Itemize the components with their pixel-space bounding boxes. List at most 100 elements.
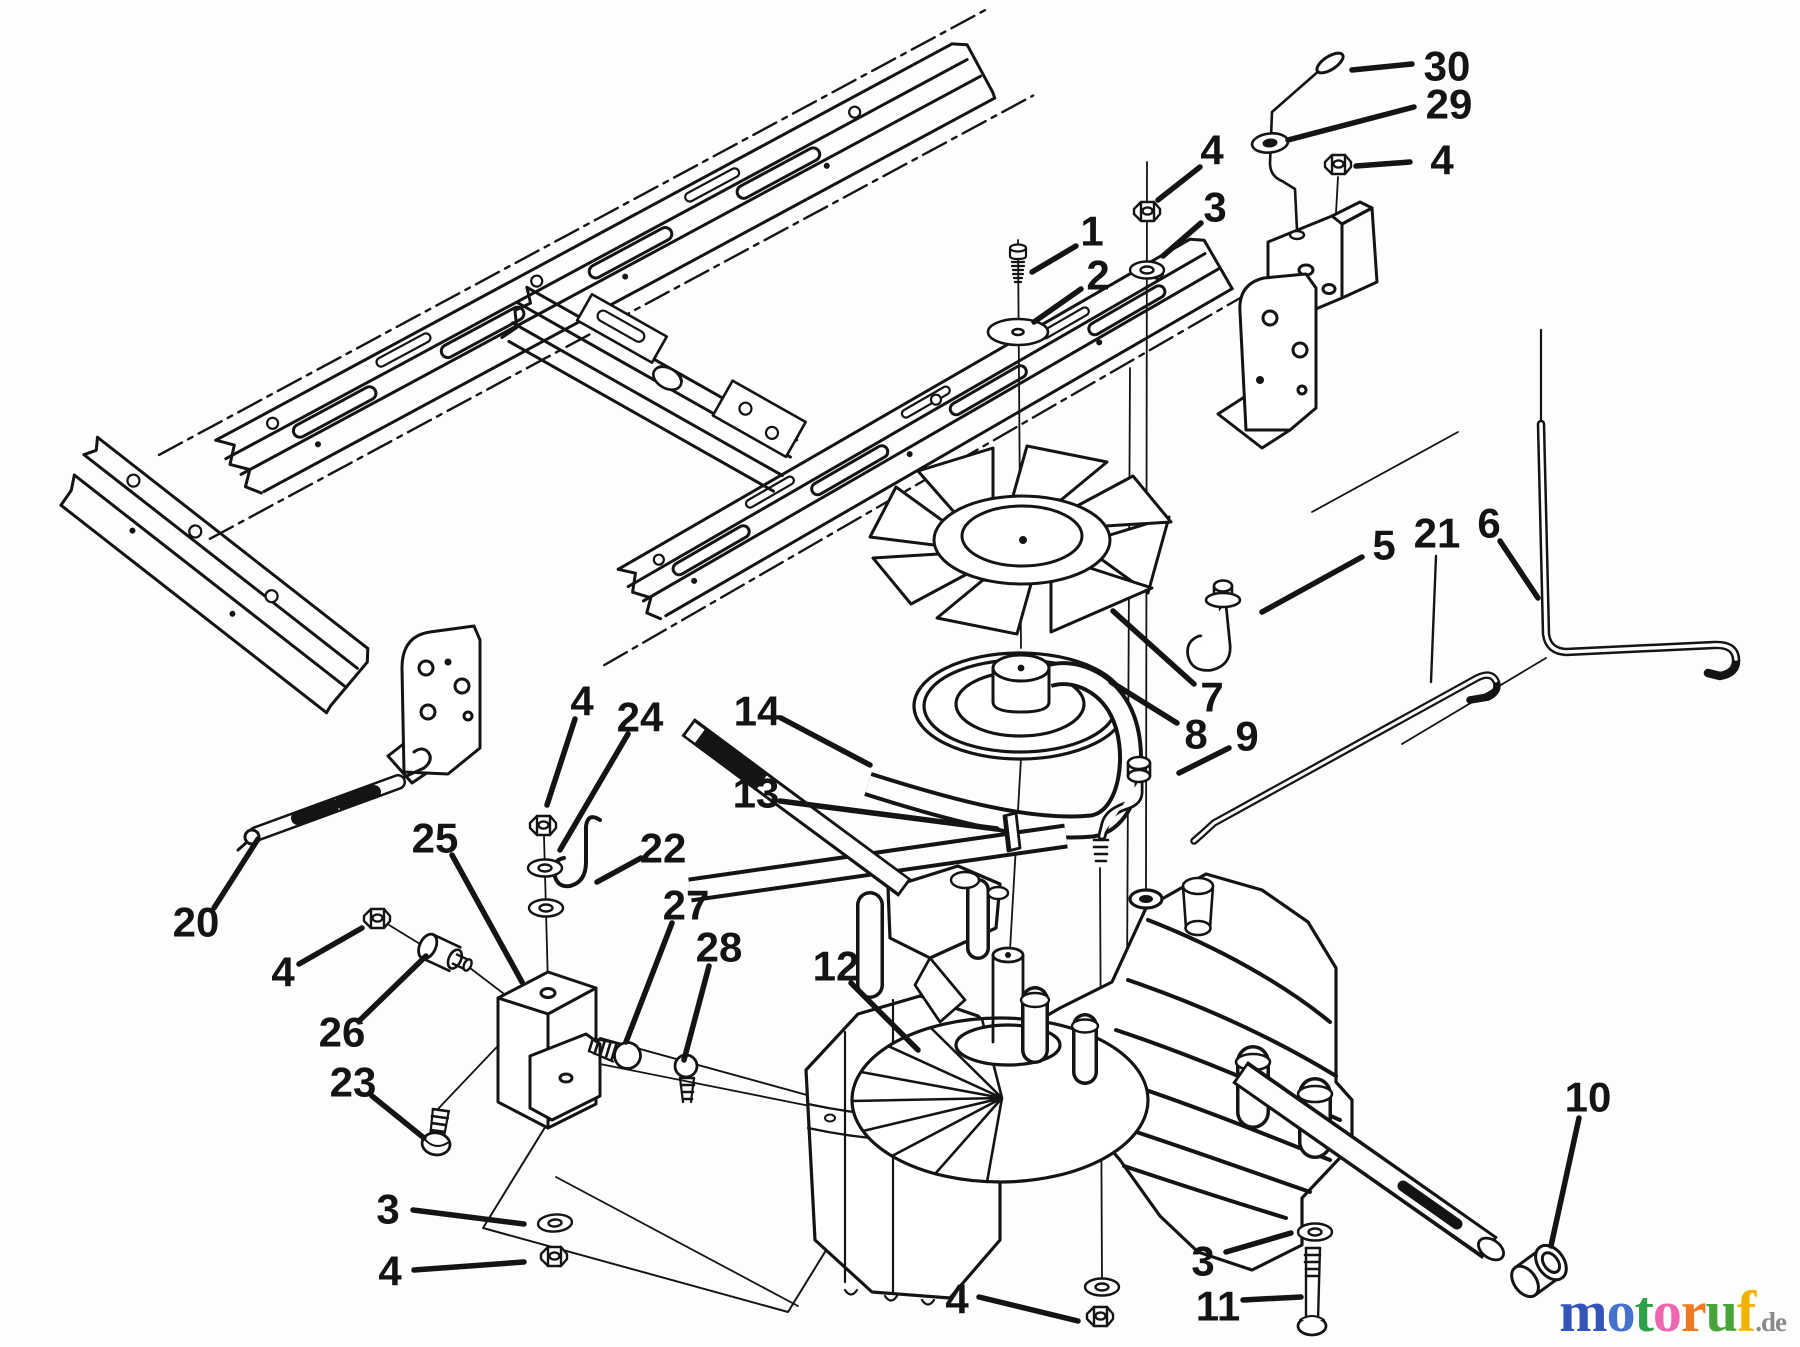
frame-rail-stub-left <box>59 435 370 715</box>
callout-leader <box>1108 679 1180 726</box>
logo-suffix: .de <box>1755 1307 1787 1337</box>
callout-leader <box>410 1207 527 1227</box>
callout-number: 23 <box>330 1059 377 1106</box>
washer-24-lower <box>527 898 565 918</box>
callout-leader <box>778 715 873 768</box>
logo-letter: m <box>1559 1279 1607 1344</box>
square-key <box>1002 811 1022 853</box>
cooling-fan <box>868 444 1173 636</box>
callout-leader <box>1155 164 1203 203</box>
axle-right <box>1232 1060 1505 1262</box>
callout-number: 30 <box>1424 43 1471 90</box>
callout-leader <box>1353 159 1413 169</box>
callout-24-16: 24 <box>557 694 664 853</box>
callout-number: 3 <box>376 1186 399 1233</box>
callout-number: 10 <box>1565 1074 1612 1121</box>
logo-letter: u <box>1705 1279 1738 1344</box>
callout-number: 4 <box>945 1276 969 1323</box>
brake-return-spring <box>236 747 432 852</box>
frame-crossmember <box>500 285 807 493</box>
callout-leader <box>976 1294 1081 1324</box>
transaxle-housing <box>804 864 1354 1306</box>
callout-number: 7 <box>1200 674 1223 721</box>
callout-3-26: 3 <box>376 1186 527 1233</box>
callout-number: 3 <box>1203 184 1226 231</box>
callout-12-21: 12 <box>813 943 921 1053</box>
callout-number: 2 <box>1086 252 1109 299</box>
callout-leader <box>1497 538 1541 601</box>
callout-leader <box>1110 608 1197 687</box>
callout-27-19: 27 <box>623 882 710 1045</box>
callout-number: 27 <box>663 882 710 929</box>
callout-leader <box>557 731 631 853</box>
callout-number: 14 <box>734 688 781 735</box>
nut-4-mid <box>1132 200 1162 223</box>
callout-number: 6 <box>1477 500 1500 547</box>
callout-number: 9 <box>1235 713 1258 760</box>
callout-number: 4 <box>271 949 295 996</box>
logo-letter: f <box>1736 1279 1756 1344</box>
callout-number: 1 <box>1080 208 1103 255</box>
callout-6-9: 6 <box>1477 500 1541 601</box>
logo-letter: o <box>1652 1279 1682 1344</box>
callout-leader <box>848 980 921 1053</box>
logo-letter: r <box>1680 1279 1707 1344</box>
u-bracket <box>496 970 602 1130</box>
callout-26-24: 26 <box>319 953 429 1056</box>
screw-28 <box>673 1053 699 1104</box>
callout-22-17: 22 <box>594 825 687 885</box>
callout-2-6: 2 <box>1031 252 1110 325</box>
nut-4-bottom-mid <box>1085 1305 1115 1328</box>
callout-20-22: 20 <box>173 836 261 946</box>
callout-number: 26 <box>319 1009 366 1056</box>
screw-27 <box>587 1037 642 1070</box>
callout-leader <box>1429 554 1438 684</box>
frame-rail-front <box>603 237 1251 667</box>
nut-4-bottom-left <box>539 1245 569 1268</box>
callout-number: 25 <box>412 815 459 862</box>
callout-1-5: 1 <box>1029 208 1104 275</box>
callout-number: 29 <box>1426 81 1473 128</box>
fasteners <box>362 132 1353 1328</box>
callout-7-10: 7 <box>1110 608 1224 721</box>
bracket-right-plate <box>1216 272 1318 450</box>
watermark-logo: motoruf.de <box>1559 1283 1787 1341</box>
washer-3-mid <box>1128 260 1166 280</box>
callout-number: 22 <box>640 825 687 872</box>
callout-leader <box>1031 286 1084 325</box>
pulley-hub <box>991 653 1051 714</box>
logo-letter: o <box>1606 1279 1636 1344</box>
callout-29-1: 29 <box>1285 81 1473 143</box>
callout-leader <box>777 798 1000 832</box>
washer-3-bottom-left <box>536 1212 574 1234</box>
callout-number: 4 <box>378 1248 402 1295</box>
callout-number: 21 <box>1414 510 1461 557</box>
z-bolt-9 <box>1092 755 1152 863</box>
callout-10-31: 10 <box>1548 1074 1612 1249</box>
callout-28-20: 28 <box>681 924 742 1063</box>
callout-leader <box>369 1093 427 1141</box>
callout-leader <box>411 1259 527 1273</box>
callout-leader <box>623 920 675 1045</box>
callout-number: 11 <box>1196 1283 1240 1330</box>
callout-number: 4 <box>1200 127 1224 174</box>
callout-number: 12 <box>813 943 860 990</box>
nut-4-right <box>1323 153 1353 176</box>
bolt-11 <box>1296 1246 1328 1337</box>
callout-4-27: 4 <box>378 1248 527 1295</box>
callout-leader <box>1223 1230 1294 1255</box>
callout-leader <box>1160 220 1204 259</box>
callout-leader <box>1176 745 1232 776</box>
logo-letter: t <box>1634 1279 1654 1344</box>
washer-24-upper <box>526 858 564 878</box>
callout-leader <box>1548 1115 1582 1249</box>
cotter-wire-29-30 <box>1268 51 1345 241</box>
shift-rod-6 <box>1536 328 1741 681</box>
callout-leader <box>544 716 578 808</box>
callout-5-7: 5 <box>1259 522 1396 615</box>
callout-21-8: 21 <box>1414 510 1461 684</box>
washer-3-bottom-mid <box>1083 1277 1121 1297</box>
callout-leader <box>449 852 525 985</box>
